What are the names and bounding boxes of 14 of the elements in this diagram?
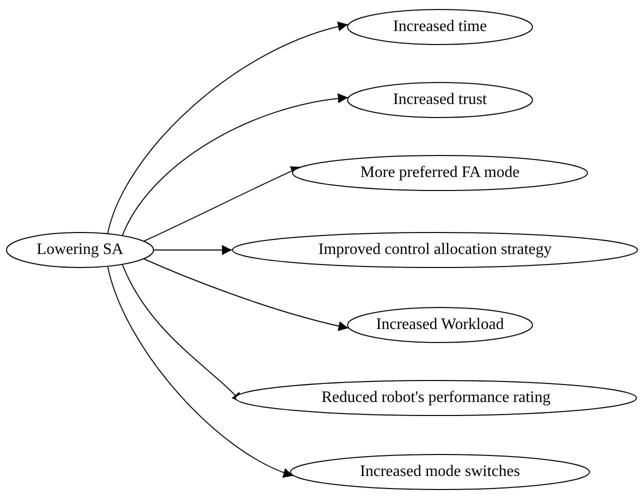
node-label: Increased mode switches <box>360 463 520 481</box>
node-label: Lowering SA <box>36 241 124 259</box>
node-label: Increased Workload <box>376 316 504 334</box>
node-label: Increased time <box>393 18 487 36</box>
arrow <box>154 245 232 255</box>
node-label: Reduced robot's performance rating <box>321 389 550 407</box>
arrow <box>122 94 348 236</box>
node-label: Improved control allocation strategy <box>318 241 552 259</box>
arrow <box>144 166 302 242</box>
arrow <box>107 22 348 234</box>
arrow <box>107 266 294 477</box>
arrow <box>144 258 349 331</box>
node-label: More preferred FA mode <box>360 164 520 182</box>
node-label: Increased trust <box>393 91 487 109</box>
